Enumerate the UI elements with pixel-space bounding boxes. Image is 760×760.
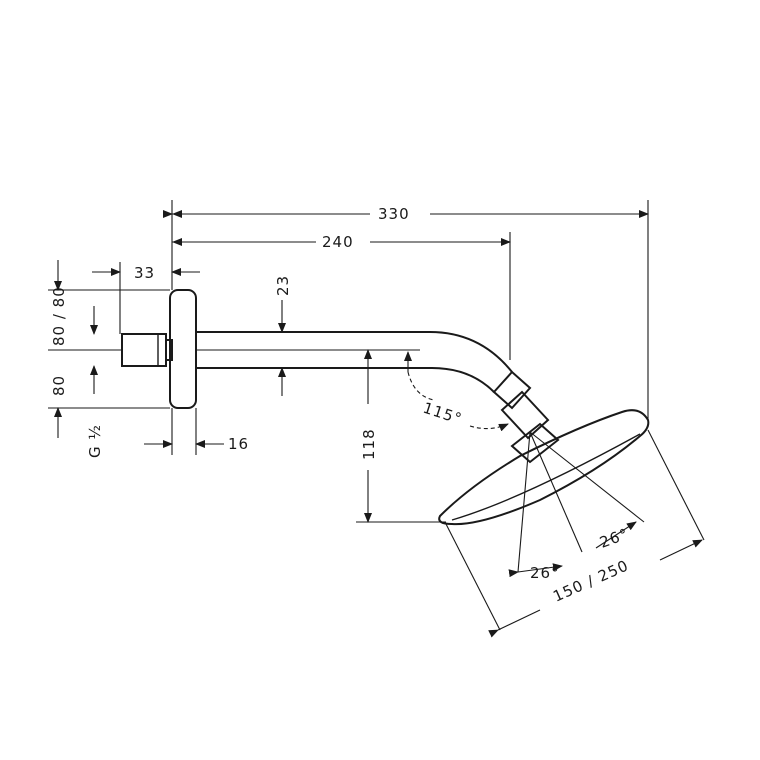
label-arm-length: 240 (322, 233, 354, 251)
label-flange-depth: 33 (134, 264, 155, 282)
dim-head-drop: 118 (356, 349, 380, 523)
label-arm-angle: 115° (421, 399, 465, 429)
label-tilt-left: 26° (530, 564, 560, 582)
label-thread: G ½ (86, 424, 104, 458)
dim-total-length: 330 (163, 205, 649, 223)
thread-connector (121, 333, 173, 367)
label-head-diameter: 150 / 250 (550, 556, 631, 605)
label-wall-gap: 16 (228, 435, 249, 453)
dim-flange-depth: 33 (92, 264, 200, 282)
dim-flange-lower: 80 (50, 365, 98, 438)
label-total-length: 330 (378, 205, 410, 223)
dim-arm-diameter: 23 (274, 275, 292, 396)
label-flange-upper: 80 / 80 (50, 286, 68, 346)
dim-tilt-angles: 26° 26° (508, 431, 645, 582)
label-tilt-right: 26° (597, 525, 631, 552)
shower-head (438, 409, 650, 526)
shower-arm (196, 331, 513, 393)
ball-joint (492, 370, 560, 464)
dim-head-diameter: 150 / 250 (488, 539, 703, 638)
dim-arm-length: 240 (172, 233, 511, 251)
dim-wall-gap: 16 (144, 435, 249, 453)
label-flange-lower: 80 (50, 375, 68, 396)
label-arm-diameter: 23 (274, 275, 292, 296)
wall-flange (169, 289, 197, 409)
dim-flange-upper: 80 / 80 (50, 260, 98, 346)
label-head-drop: 118 (360, 428, 378, 460)
